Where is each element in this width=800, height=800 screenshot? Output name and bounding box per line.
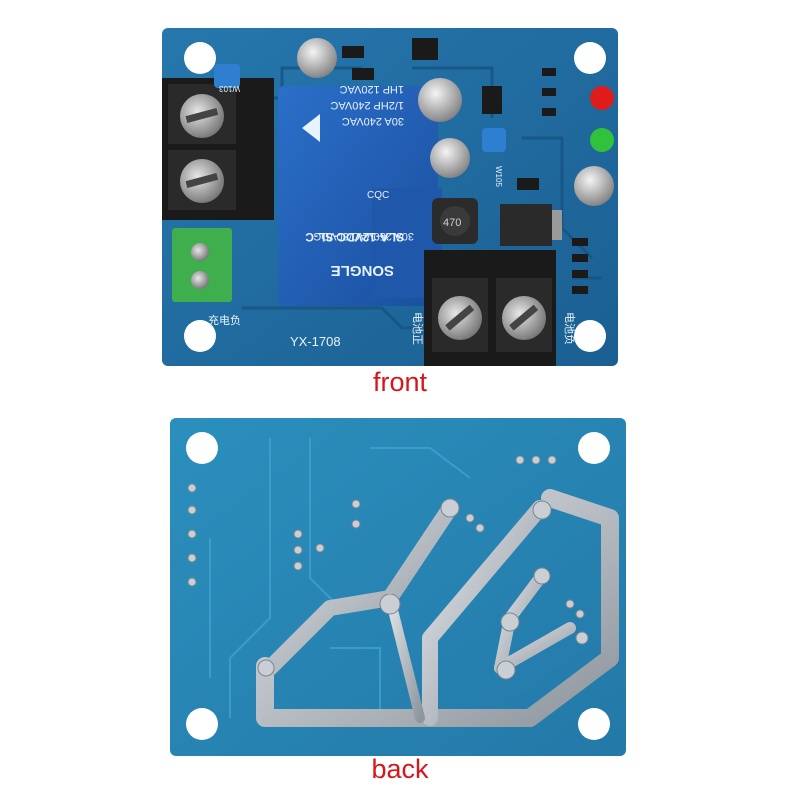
svg-text:W103: W103 [219, 84, 240, 93]
pcb-back-illustration [170, 418, 626, 756]
voltage-regulator [500, 204, 562, 246]
mounting-hole [186, 432, 218, 464]
mounting-hole [574, 42, 606, 74]
terminal-block-right [424, 250, 556, 366]
svg-text:W105: W105 [494, 166, 503, 187]
relay-songle: 30A 240VAC 1/2HP 240VAC 1HP 120VAC 30A 2… [278, 83, 442, 306]
label-battery-negative: 电池负 [563, 312, 577, 345]
potentiometer [482, 128, 506, 152]
label-battery-positive: 电池正 [411, 312, 424, 345]
mounting-hole [574, 320, 606, 352]
inductor: 470 [432, 198, 478, 244]
svg-text:SLA-12VDC-SL-C: SLA-12VDC-SL-C [305, 230, 404, 244]
mounting-hole [186, 708, 218, 740]
terminal-block-left [162, 78, 274, 220]
electrolytic-capacitor [418, 78, 462, 122]
electrolytic-capacitor [297, 38, 337, 78]
electrolytic-capacitor [430, 138, 470, 178]
svg-text:1HP 120VAC: 1HP 120VAC [340, 83, 404, 95]
mounting-hole [578, 708, 610, 740]
label-charge-negative: 充电负 [208, 313, 241, 327]
led-red [590, 86, 614, 110]
potentiometer [214, 64, 240, 88]
caption-back: back [371, 754, 429, 784]
solder-joints [187, 455, 589, 680]
svg-text:SONGLE: SONGLE [331, 262, 394, 279]
mounting-hole [184, 42, 216, 74]
model-label: YX-1708 [290, 334, 341, 349]
pcb-front-illustration: 30A 240VAC 1/2HP 240VAC 1HP 120VAC 30A 2… [162, 28, 618, 366]
led-green [590, 128, 614, 152]
svg-text:30A 240VAC: 30A 240VAC [342, 115, 404, 127]
svg-text:30A 250VAC/30VDC: 30A 250VAC/30VDC [313, 230, 414, 242]
terminal-block-green [172, 228, 232, 302]
smd-components [342, 38, 588, 294]
svg-text:1/2HP 240VAC: 1/2HP 240VAC [330, 99, 404, 111]
pcb-traces [209, 438, 471, 718]
caption-front: front [372, 367, 428, 397]
power-traces [256, 489, 619, 727]
svg-text:CQC: CQC [367, 190, 389, 201]
pcb-front-photo: 30A 240VAC 1/2HP 240VAC 1HP 120VAC 30A 2… [162, 28, 618, 366]
pcb-back-photo [170, 418, 626, 756]
svg-text:470: 470 [443, 217, 461, 229]
mounting-hole [578, 432, 610, 464]
mounting-hole [184, 320, 216, 352]
electrolytic-capacitor [574, 166, 614, 206]
